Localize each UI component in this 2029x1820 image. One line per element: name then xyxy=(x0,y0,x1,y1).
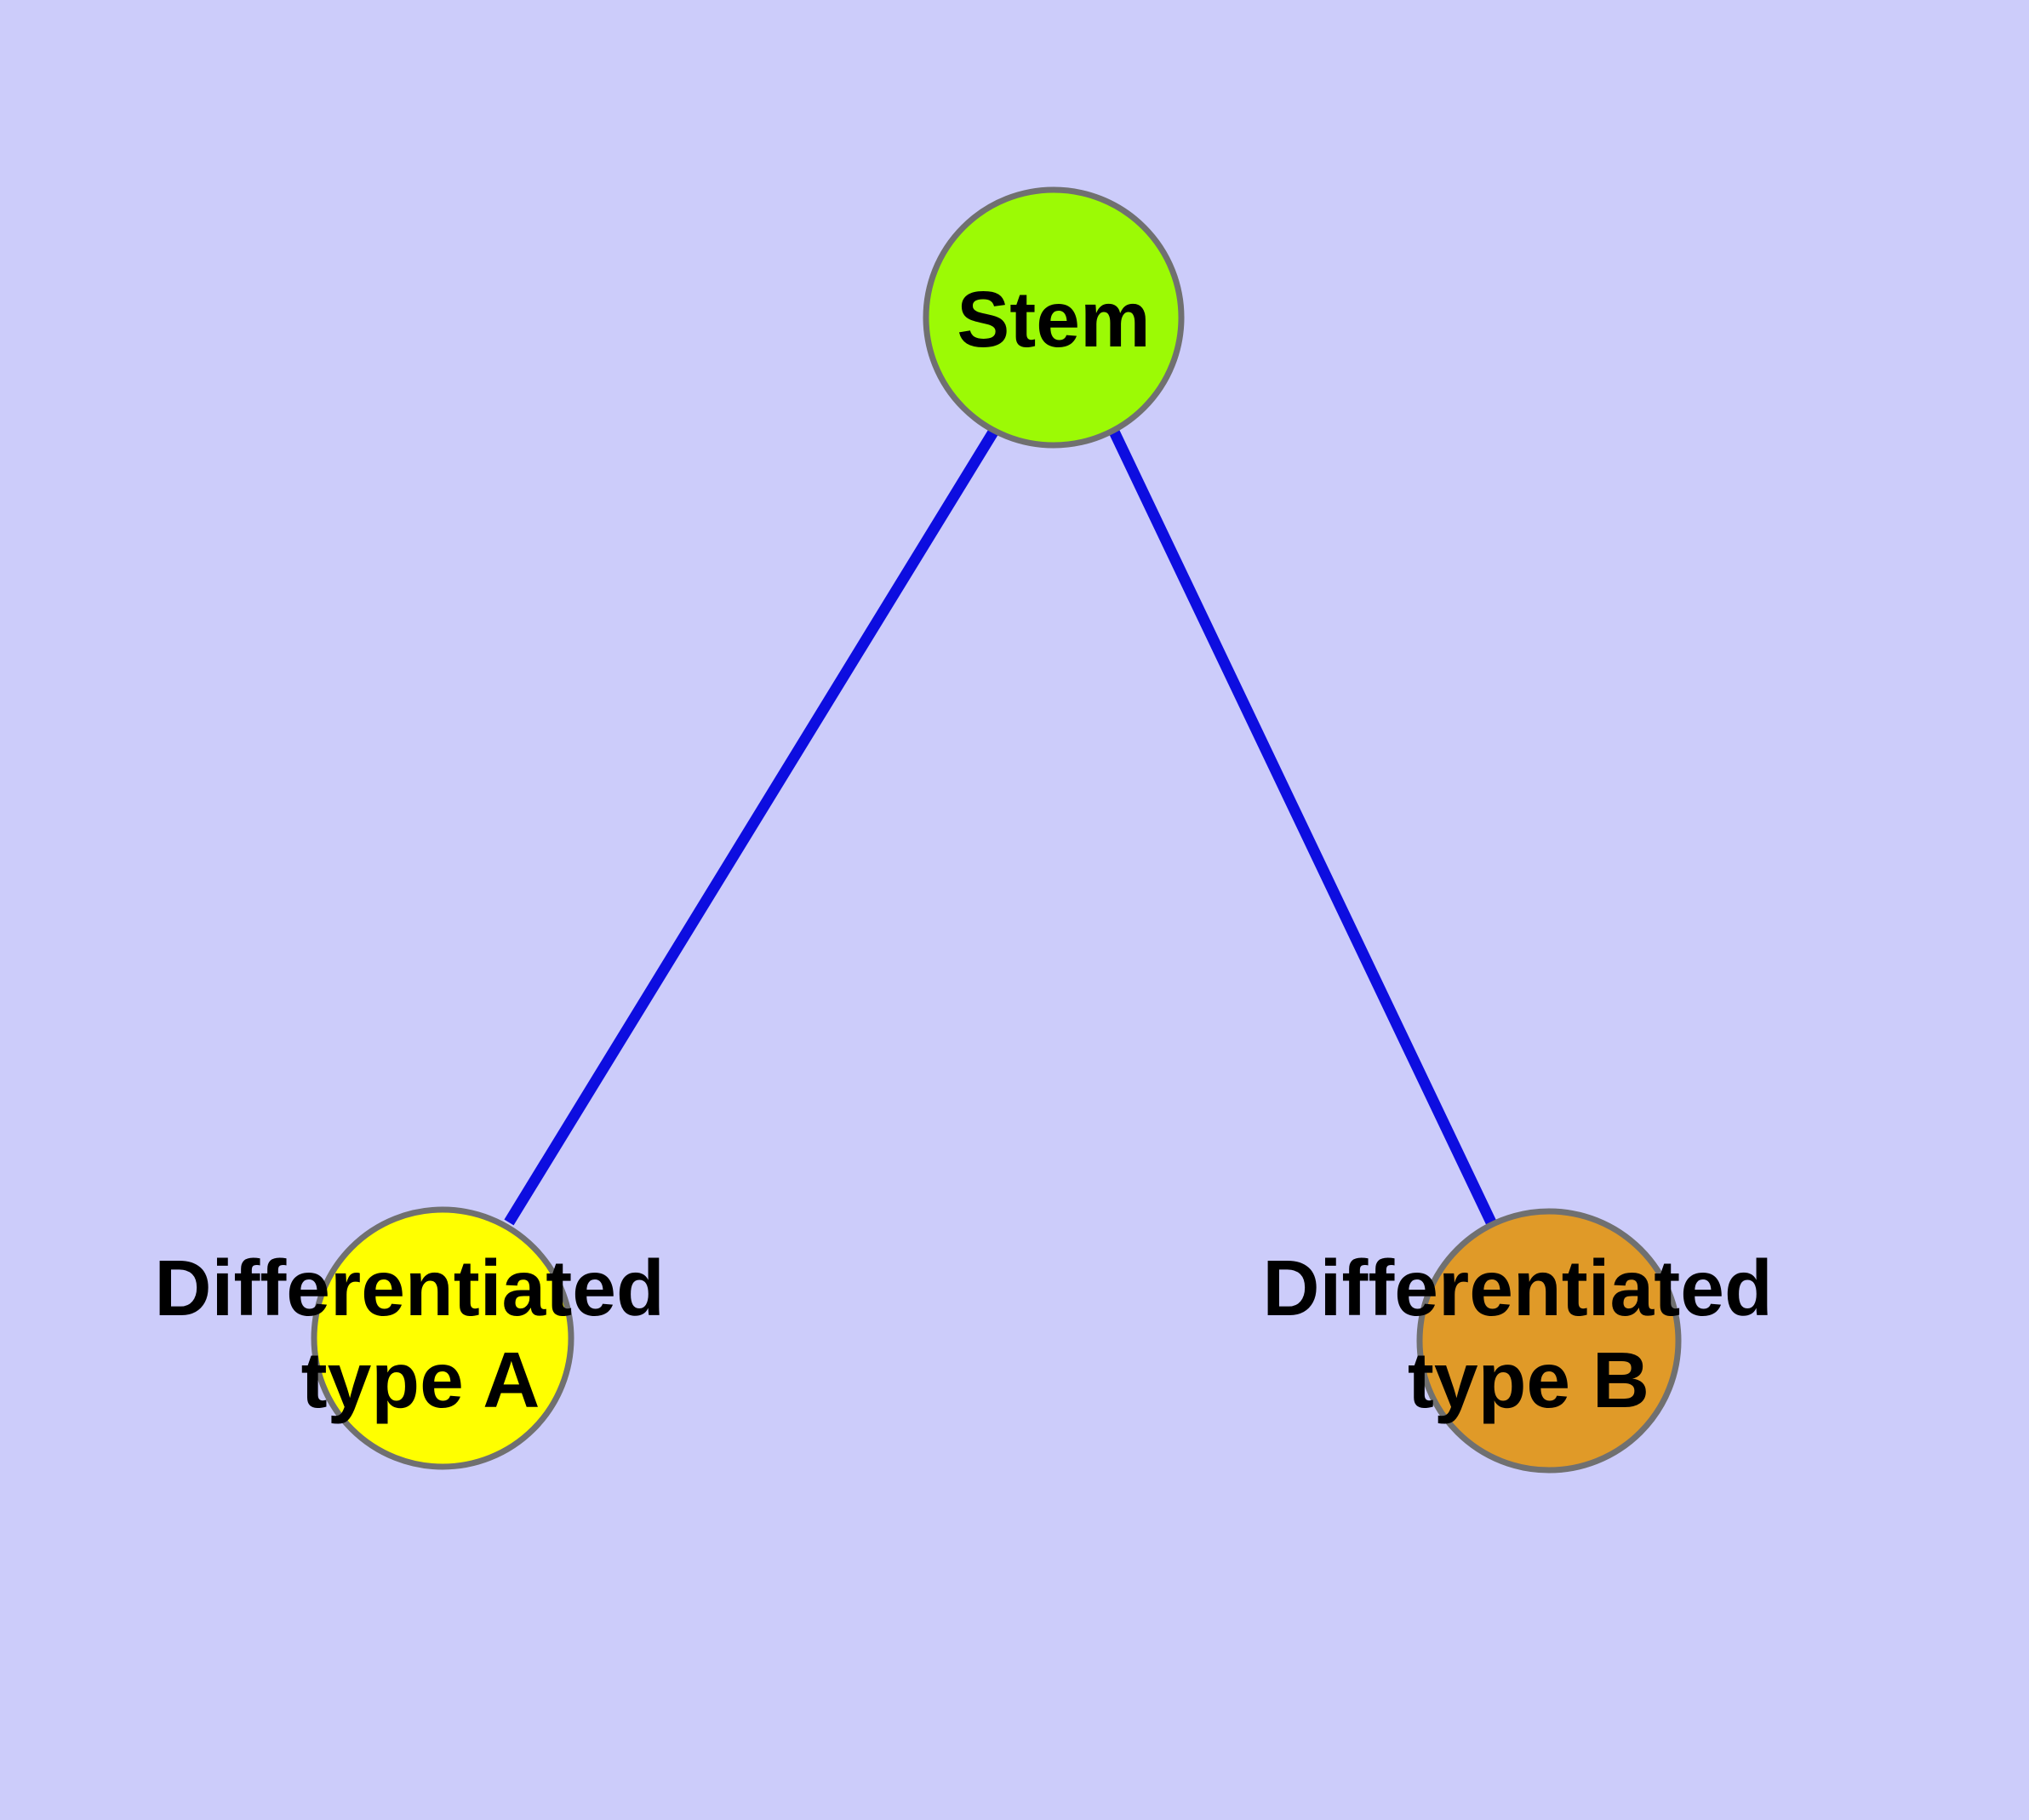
edge-stem-to-differentiated-type-b[interactable] xyxy=(1109,429,1497,1227)
nodes-layer xyxy=(311,186,1682,1474)
node-differentiated-type-a-circle[interactable] xyxy=(311,1206,574,1470)
node-stem-circle[interactable] xyxy=(923,186,1185,449)
node-differentiated-type-b-circle[interactable] xyxy=(1416,1208,1682,1474)
node-differentiated-type-a-label-line-2: type A xyxy=(301,1336,540,1424)
node-stem-label-line-1: Stem xyxy=(957,275,1150,363)
edges-layer xyxy=(504,427,1497,1227)
node-stem-label: Stem xyxy=(957,275,1150,363)
edge-stem-to-differentiated-type-a[interactable] xyxy=(504,427,999,1226)
node-differentiated-type-b-label-line-1: Differentiated xyxy=(1262,1244,1772,1332)
labels-layer: Stem Differentiated type A Differentiate… xyxy=(154,275,1794,1424)
node-differentiated-type-a-label: Differentiated type A xyxy=(154,1244,686,1424)
node-differentiated-type-b-label: Differentiated type B xyxy=(1262,1244,1794,1424)
node-differentiated-type-a-label-line-1: Differentiated xyxy=(154,1244,664,1332)
node-differentiated-type-b-label-line-2: type B xyxy=(1408,1336,1649,1424)
